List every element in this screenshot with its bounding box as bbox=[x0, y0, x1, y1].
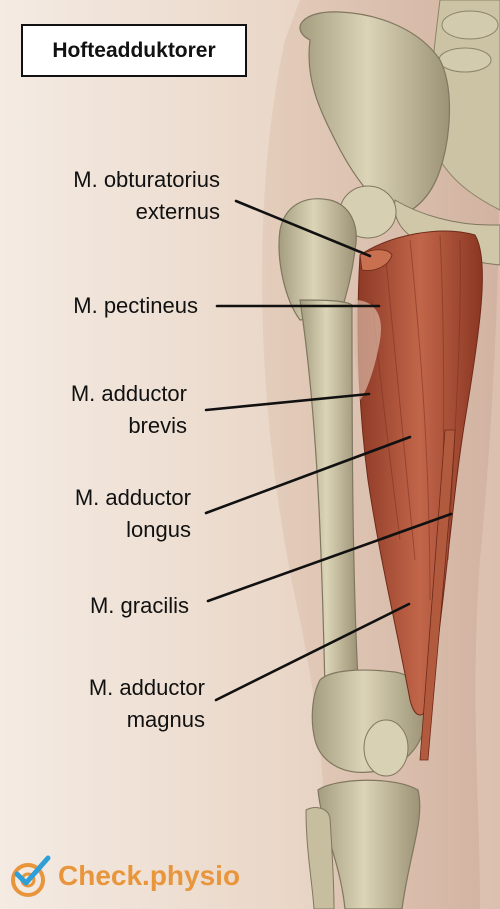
pointer-adductor-longus bbox=[204, 435, 412, 515]
fibula bbox=[305, 807, 335, 909]
label-line: magnus bbox=[126, 707, 205, 732]
label-adductor-magnus: M. adductor magnus bbox=[89, 672, 205, 736]
pointer-adductor-brevis bbox=[204, 392, 371, 412]
logo-text: Check.physio bbox=[58, 860, 241, 891]
label-line: M. gracilis bbox=[89, 593, 189, 618]
label-line: M. adductor bbox=[70, 381, 187, 406]
pointer-lines bbox=[204, 199, 453, 702]
label-line: M. pectineus bbox=[73, 293, 198, 318]
pointer-obturatorius bbox=[234, 199, 372, 258]
brand-logo: Check.physio bbox=[8, 852, 308, 900]
label-adductor-longus: M. adductor longus bbox=[75, 482, 191, 546]
label-line: M. obturatorius bbox=[73, 167, 220, 192]
label-obturatorius-externus: M. obturatorius externus bbox=[73, 164, 220, 228]
title-box: Hofteadduktorer bbox=[21, 24, 247, 77]
label-adductor-brevis: M. adductor brevis bbox=[71, 378, 187, 442]
label-line: longus bbox=[126, 517, 191, 542]
label-pectineus: M. pectineus bbox=[73, 290, 198, 322]
label-line: M. adductor bbox=[88, 675, 205, 700]
label-line: externus bbox=[135, 199, 220, 224]
pointer-gracilis bbox=[206, 512, 453, 603]
gracilis-muscle bbox=[419, 429, 456, 761]
label-gracilis: M. gracilis bbox=[90, 590, 189, 622]
pectineus-tendon bbox=[353, 300, 381, 400]
vertebra bbox=[441, 10, 499, 40]
patella bbox=[363, 719, 409, 777]
label-line: M. adductor bbox=[74, 485, 191, 510]
pointer-adductor-magnus bbox=[214, 602, 411, 702]
label-line: brevis bbox=[128, 413, 187, 438]
pelvis-ilium bbox=[299, 11, 451, 216]
page-title: Hofteadduktorer bbox=[52, 38, 216, 62]
vertebra bbox=[438, 47, 492, 73]
checkmark-target-icon bbox=[11, 855, 51, 897]
